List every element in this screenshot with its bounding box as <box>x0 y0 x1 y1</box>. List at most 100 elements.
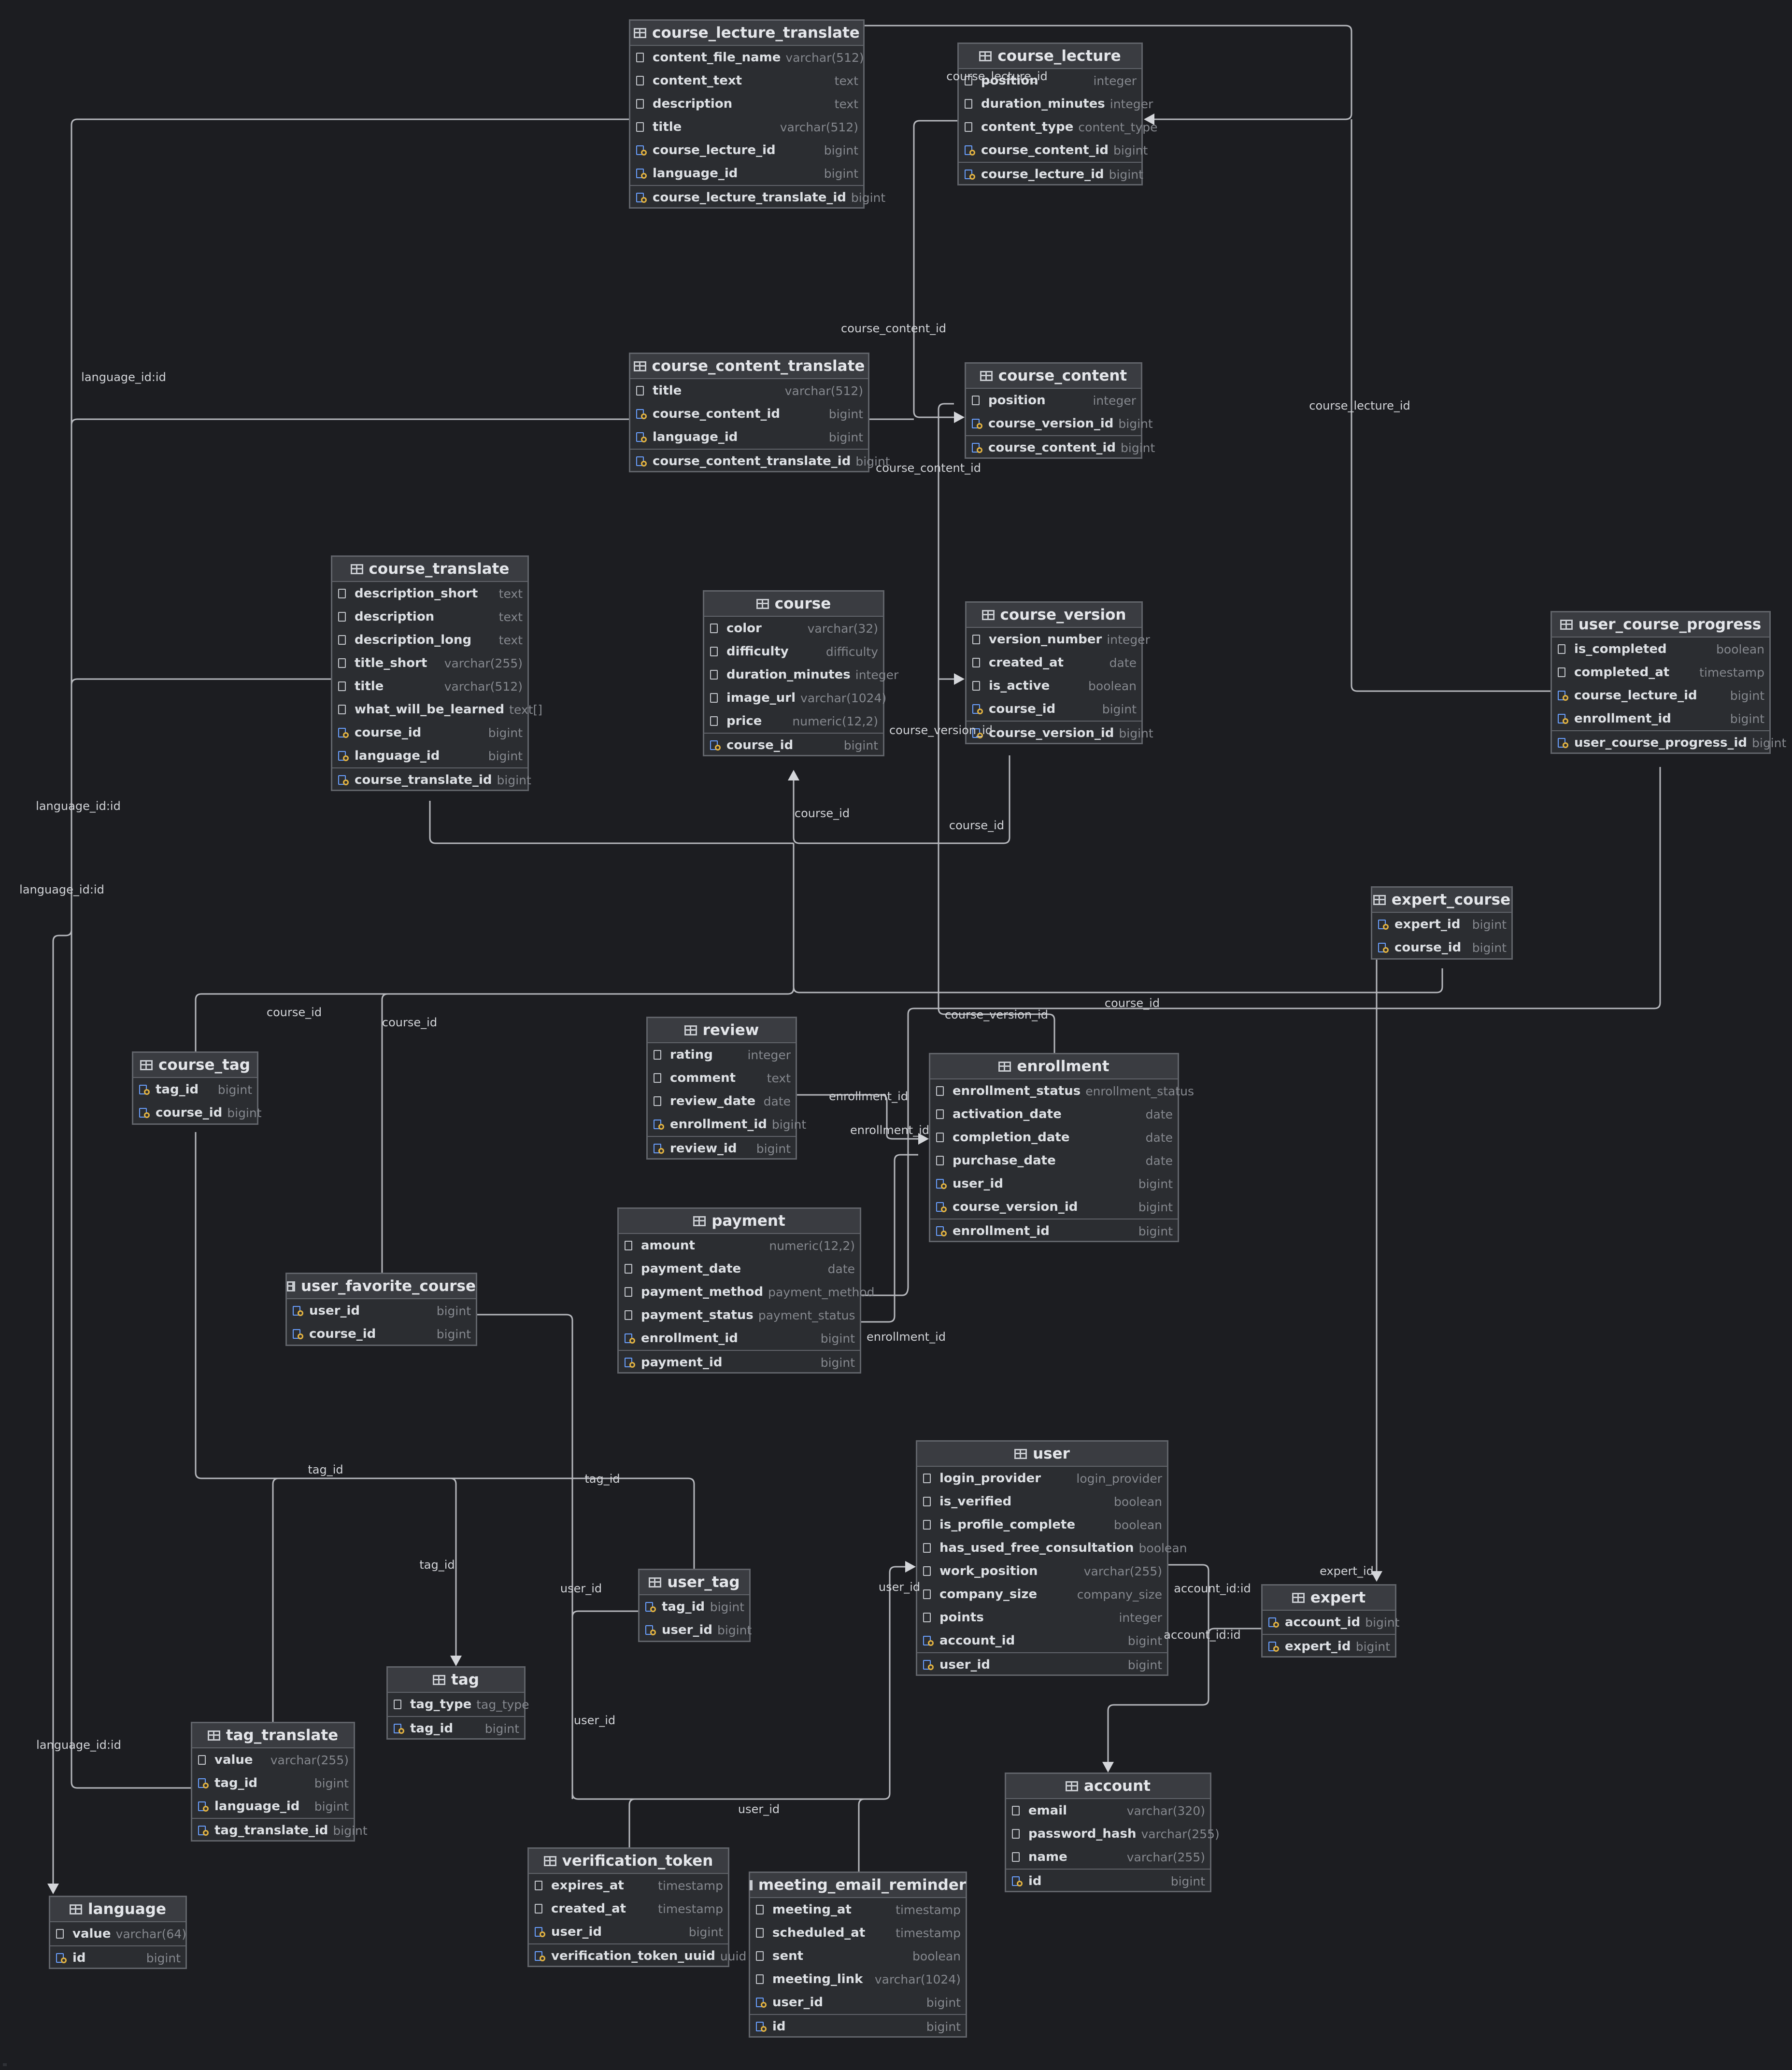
table-header[interactable]: enrollment <box>930 1054 1178 1079</box>
table-header[interactable]: tag <box>388 1668 524 1693</box>
table-header[interactable]: course_version <box>967 603 1141 628</box>
table-header[interactable]: course <box>704 592 883 617</box>
table-header[interactable]: account <box>1006 1774 1210 1799</box>
table-header[interactable]: course_lecture_translate <box>630 21 863 46</box>
table-header[interactable]: language <box>50 1897 185 1922</box>
table-header[interactable]: course_lecture <box>959 44 1141 69</box>
table-header[interactable]: user_tag <box>640 1570 749 1595</box>
table-header[interactable]: payment <box>619 1209 860 1234</box>
table-header[interactable]: course_content <box>966 364 1141 389</box>
table-header[interactable]: review <box>648 1018 796 1043</box>
table-header[interactable]: user_favorite_course <box>287 1274 476 1299</box>
table-header[interactable]: meeting_email_reminder <box>749 1873 966 1898</box>
table-header[interactable]: course_translate <box>332 557 527 582</box>
